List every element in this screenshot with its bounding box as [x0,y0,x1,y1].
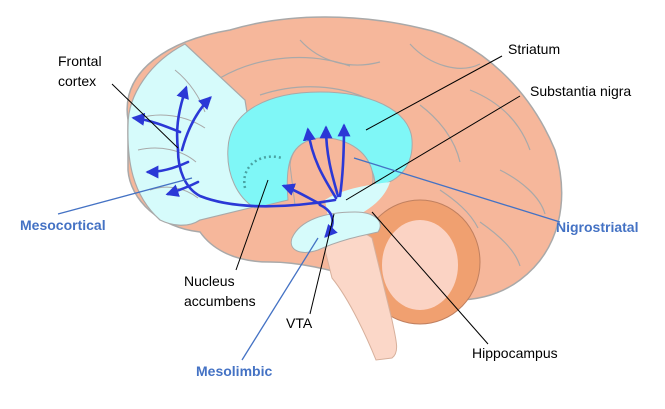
label-mesocortical: Mesocortical [20,217,106,233]
leader-substantia-nigra [345,95,521,201]
leader-striatum [365,55,503,131]
nigrostriatal-branch-3 [337,123,351,198]
leader-mesocortical [57,177,193,215]
label-nigrostriatal: Nigrostriatal [556,219,638,235]
nucleus-accumbens-outline [243,155,283,189]
frontal-cortex-region [127,43,263,226]
label-vta: VTA [286,315,313,331]
nigrostriatal-branch-1 [302,127,338,200]
label-nucleus-accumbens-line2: accumbens [184,293,256,309]
mesolimbic-branch [281,183,322,206]
pathway-leader-lines [57,157,561,361]
dopamine-pathways [131,85,351,238]
mesocortical-branch-5 [180,96,212,152]
label-mesolimbic: Mesolimbic [196,363,272,379]
nigrostriatal-branch-2 [319,125,340,198]
mesocortical-branch-2 [131,112,182,134]
mesocortical-branch-4 [165,180,200,197]
mesocortical-branch-3 [145,160,190,179]
label-substantia-nigra: Substantia nigra [530,83,631,99]
label-hippocampus: Hippocampus [472,345,558,361]
leader-frontal-cortex [111,83,179,149]
leader-mesolimbic [241,237,319,361]
leader-lines [111,55,521,345]
mesocortical-trunk [176,148,337,208]
leader-hippocampus [371,211,489,345]
leader-nigrostriatal [353,157,561,223]
label-nucleus-accumbens-line1: Nucleus [184,273,235,289]
label-frontal-cortex-line1: Frontal [58,53,102,69]
label-frontal-cortex-line2: cortex [58,73,96,89]
brain-gyri [219,39,546,267]
leader-nucleus-accumbens [235,179,269,271]
leader-vta [309,213,335,315]
label-striatum: Striatum [508,41,560,57]
mesocortical-branch-1 [175,85,189,152]
